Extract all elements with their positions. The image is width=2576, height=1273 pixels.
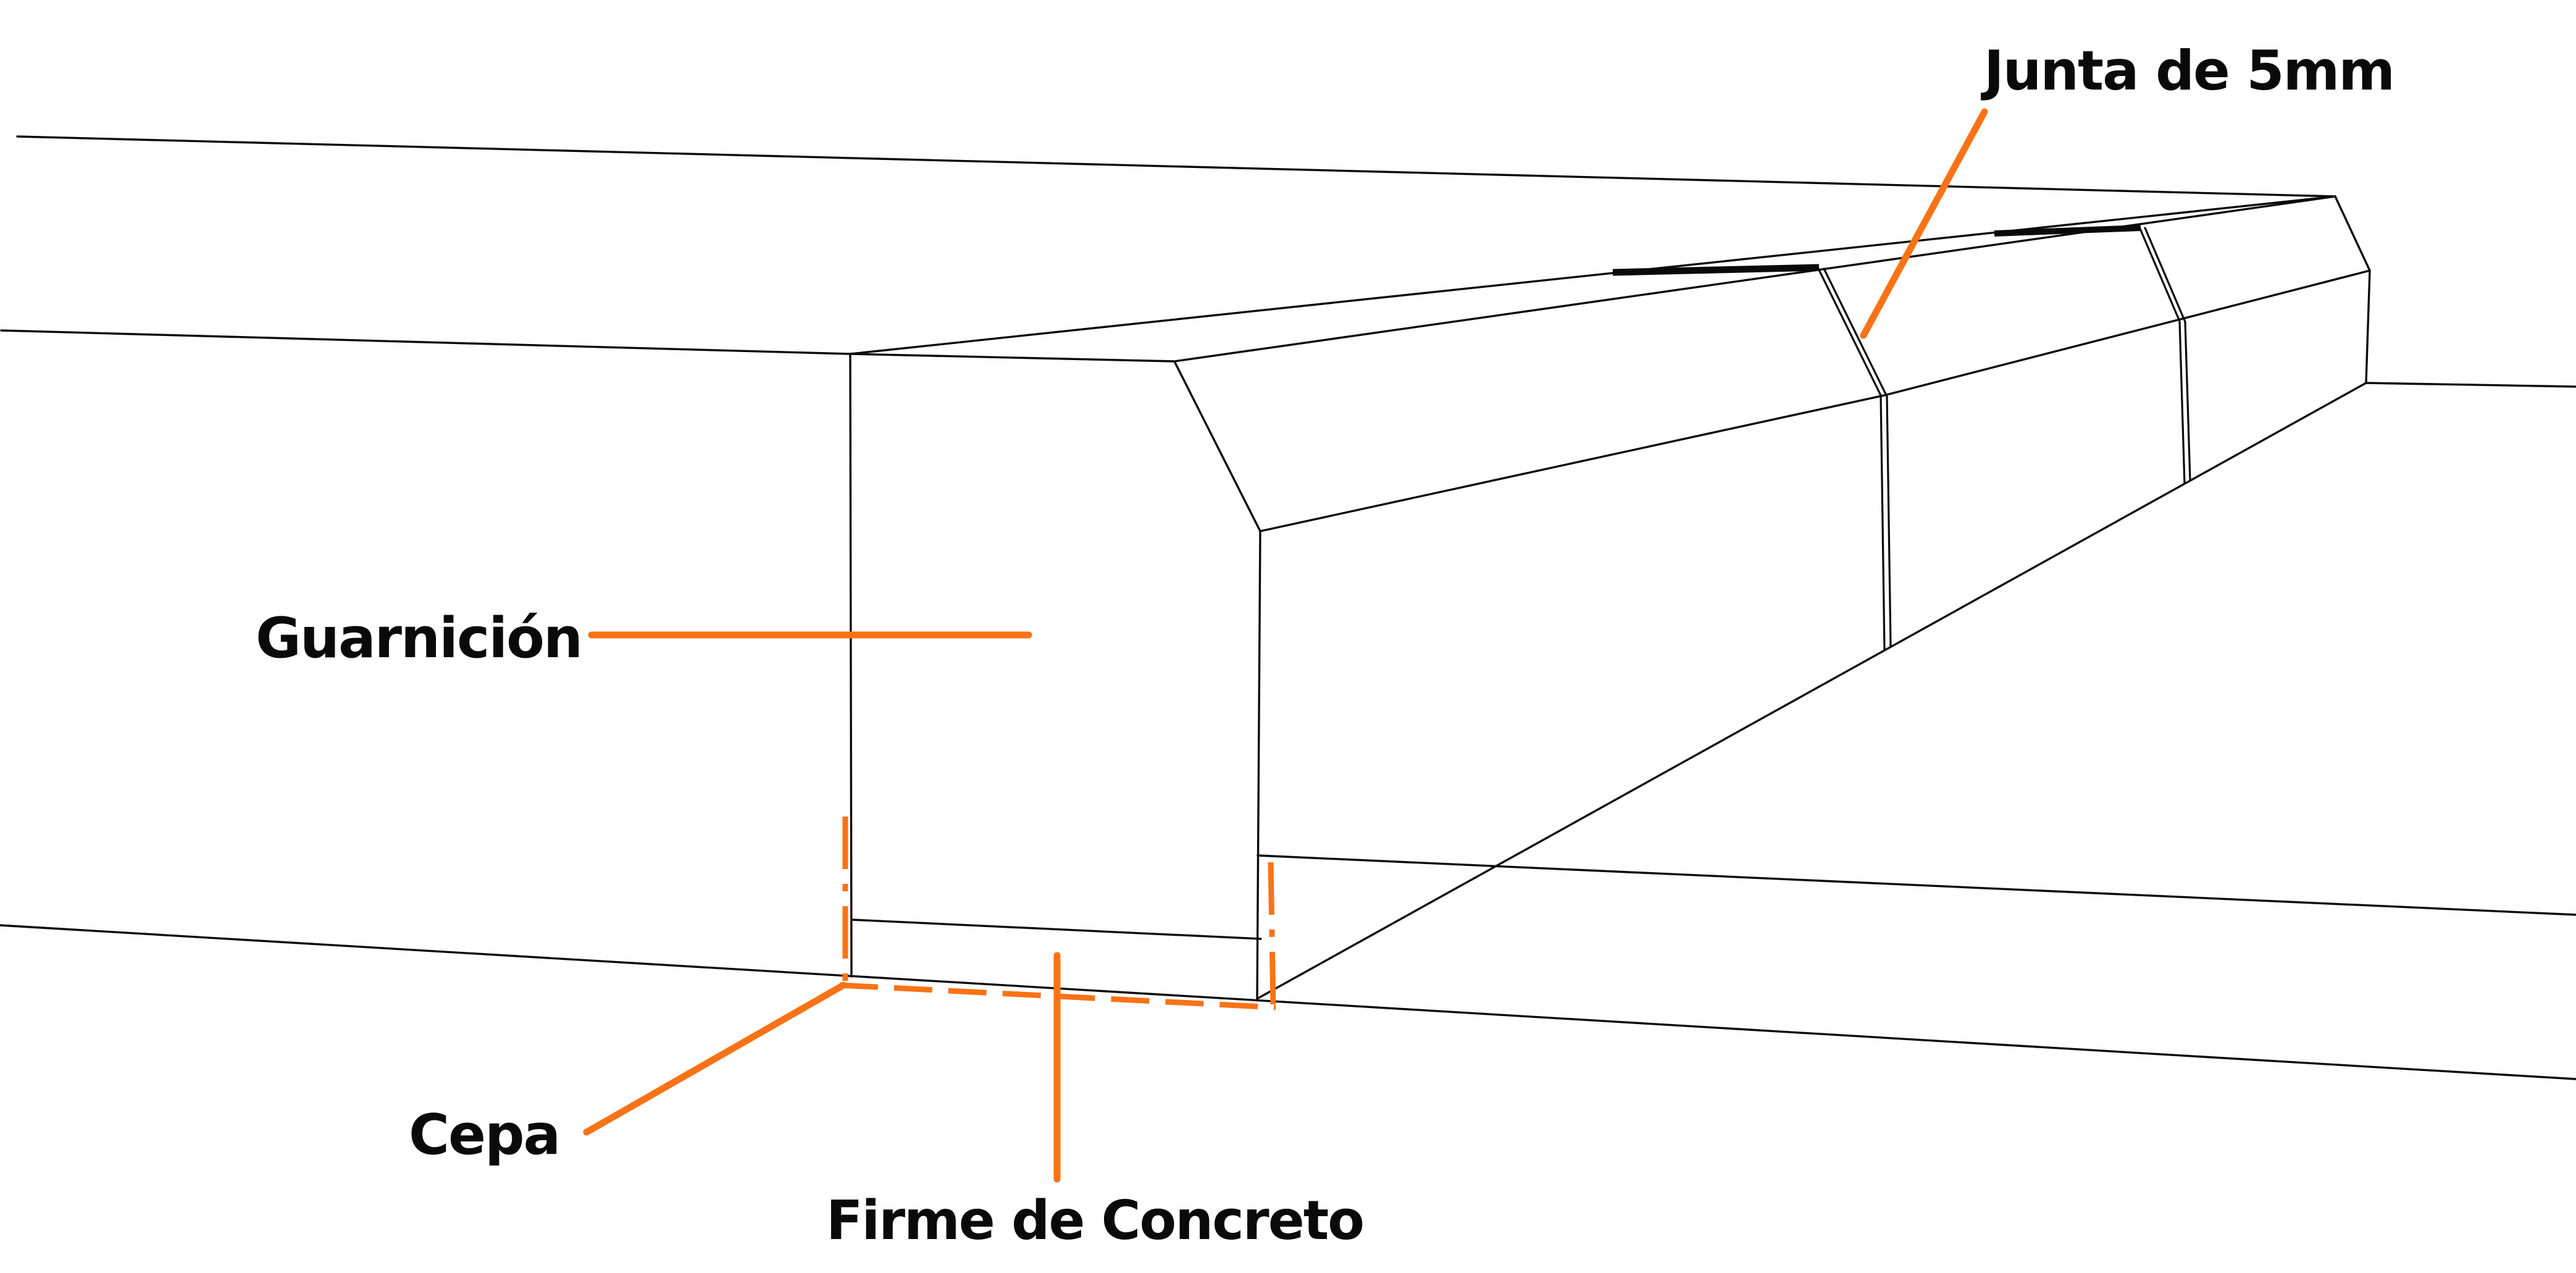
junta-leader-line: [1860, 108, 1988, 339]
cepa-leader-line: [583, 981, 847, 1136]
curb-section-right-edge: [1256, 530, 1261, 1000]
joint-2: [1994, 225, 2191, 485]
curb-base-edge: [1256, 382, 2367, 1000]
joint2-chamfer-line-b: [2144, 227, 2186, 323]
street-end-edge: [2365, 382, 2576, 388]
curb-back-top-edge: [849, 195, 2336, 355]
joint-1: [1612, 264, 1892, 651]
firme-label: Firme de Concreto: [826, 1189, 1363, 1252]
junta-label: Junta de 5mm: [1981, 39, 2394, 103]
joint1-front-line-a: [1880, 394, 1886, 651]
curb-end-chamfer-edge: [2334, 195, 2371, 272]
scene-linework: [0, 135, 2576, 1080]
joint1-chamfer-line-a: [1817, 266, 1882, 397]
guarnicion-label: Guarnición: [256, 606, 582, 671]
curb-section-bevel-edge: [1173, 360, 1261, 532]
joint2-top-gap: [1994, 225, 2141, 237]
joint2-front-line-a: [2178, 320, 2186, 485]
sidewalk-front-edge: [0, 329, 851, 355]
sidewalk-back-edge: [16, 135, 2336, 198]
curb-section-left-edge: [849, 353, 853, 978]
curb-section-top-edge: [849, 353, 1176, 363]
expansion-joints: [1612, 225, 2191, 651]
cepa-dash-right: [1268, 862, 1276, 1006]
joint2-chamfer-line-a: [2138, 226, 2181, 322]
joint1-chamfer-line-b: [1823, 267, 1888, 398]
curb-end-face-edge: [2365, 269, 2371, 384]
joint1-top-gap: [1612, 264, 1820, 276]
curb-crown-edge: [1173, 195, 2336, 363]
callout-labels: Junta de 5mm Guarnición Cepa Firme de Co…: [256, 39, 2395, 1252]
firme-section-line: [850, 918, 1262, 940]
callout-leaders: [583, 108, 1988, 1183]
firme-front-edge: [1257, 854, 2576, 916]
curb-chamfer-break: [1259, 269, 2371, 532]
joint1-front-line-b: [1886, 395, 1892, 647]
joint2-front-line-b: [2184, 321, 2191, 482]
street-near-edge: [0, 924, 2576, 1080]
cepa-label: Cepa: [409, 1103, 559, 1167]
